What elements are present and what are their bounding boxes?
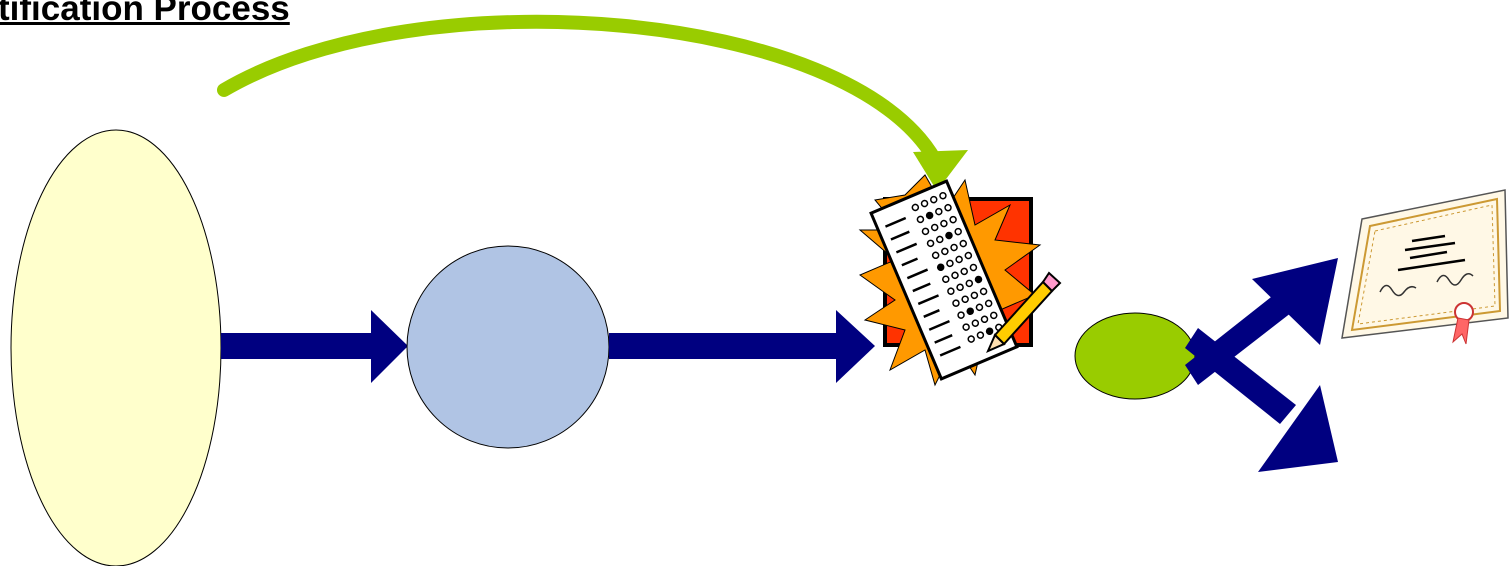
arrow-to-test — [609, 310, 875, 383]
diagram-title: tification Process — [0, 0, 290, 28]
test-answer-sheet-icon — [858, 174, 1062, 387]
start-ellipse — [10, 129, 222, 566]
branch-arrows — [1185, 258, 1338, 472]
decision-ellipse — [1074, 312, 1196, 400]
certificate-icon — [1341, 189, 1509, 345]
arrow-to-circle — [221, 310, 408, 383]
curved-arrow — [217, 14, 968, 191]
middle-circle — [406, 245, 610, 449]
